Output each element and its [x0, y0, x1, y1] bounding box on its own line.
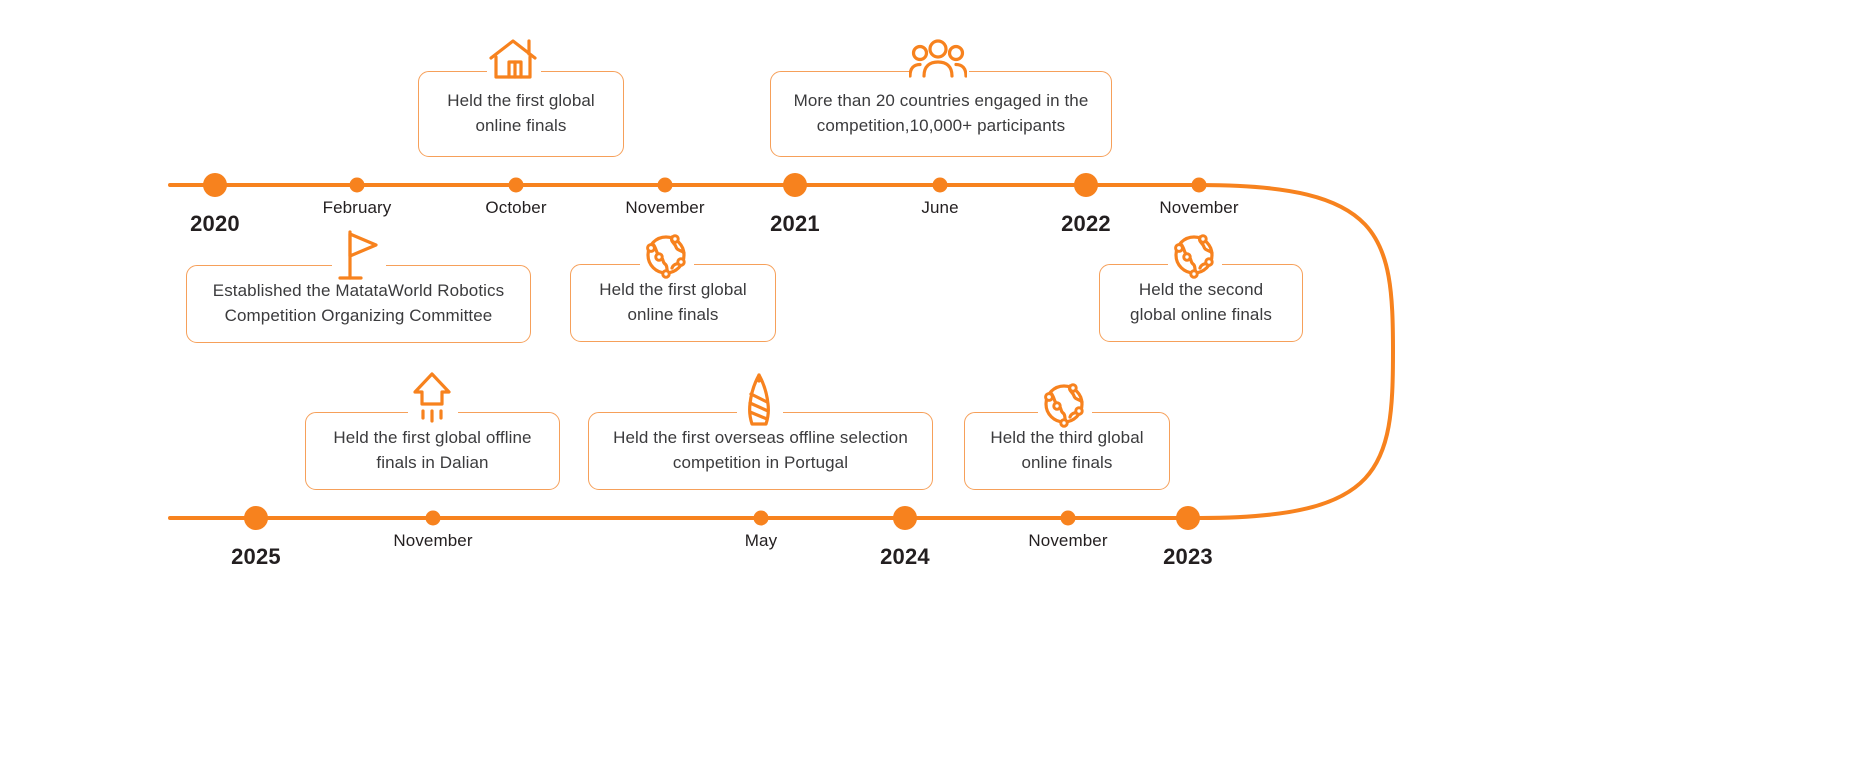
- card-border-notch: [332, 262, 386, 271]
- timeline-tick-2020: 2020: [190, 211, 240, 236]
- timeline-tick-november: November: [1159, 198, 1239, 217]
- timeline-dot[interactable]: [203, 173, 227, 197]
- card-text: Held the second global online finals: [1130, 280, 1272, 324]
- card-text: Held the first overseas offline selectio…: [613, 428, 908, 472]
- timeline-tick-2025: 2025: [231, 544, 281, 569]
- timeline-dot[interactable]: [1176, 506, 1200, 530]
- globe-network-icon: [1170, 231, 1218, 279]
- card-text: Held the first global online finals: [599, 280, 747, 324]
- timeline-dot[interactable]: [783, 173, 807, 197]
- timeline-dot[interactable]: [425, 510, 441, 526]
- timeline-dot[interactable]: [753, 510, 769, 526]
- card-2022-nov[interactable]: Held the second global online finals: [1099, 261, 1303, 342]
- timeline-rail-path: [168, 183, 1396, 520]
- timeline-dot[interactable]: [893, 506, 917, 530]
- card-text: Established the MatataWorld Robotics Com…: [212, 281, 505, 325]
- timeline-dot[interactable]: [1191, 177, 1207, 193]
- globe-network-icon: [642, 231, 690, 279]
- timeline-tick-november: November: [393, 531, 473, 550]
- timeline-tick-november: November: [625, 198, 705, 217]
- timeline-tick-2021: 2021: [770, 211, 820, 236]
- timeline-tick-2023: 2023: [1163, 544, 1213, 569]
- card-text: Held the first global offline finals in …: [333, 428, 532, 472]
- timeline-dot[interactable]: [508, 177, 524, 193]
- timeline-tick-may: May: [744, 531, 778, 550]
- card-text: Held the first global online finals: [447, 91, 595, 135]
- flag-icon: [335, 228, 381, 284]
- timeline-dot[interactable]: [657, 177, 673, 193]
- timeline-dot[interactable]: [1074, 173, 1098, 197]
- timeline-dot[interactable]: [1060, 510, 1076, 526]
- timeline-dot[interactable]: [244, 506, 268, 530]
- card-border-notch: [909, 68, 969, 77]
- card-border-notch: [737, 409, 783, 418]
- card-text: Held the third global online finals: [990, 428, 1144, 472]
- card-2025-nov[interactable]: Held the first global offline finals in …: [305, 409, 560, 490]
- timeline-tick-2024: 2024: [880, 544, 930, 569]
- globe-network-icon: [1040, 380, 1088, 428]
- timeline-tick-october: October: [485, 198, 547, 217]
- rocket-launch-icon: [409, 371, 455, 423]
- card-2020-oct[interactable]: Held the first global online finals: [418, 68, 624, 157]
- timeline-dot[interactable]: [349, 177, 365, 193]
- timeline-tick-june: June: [921, 198, 959, 217]
- timeline-tick-2022: 2022: [1061, 211, 1111, 236]
- timeline-tick-february: February: [322, 198, 392, 217]
- timeline-tick-november: November: [1028, 531, 1108, 550]
- card-2021-jun[interactable]: More than 20 countries engaged in the co…: [770, 68, 1112, 157]
- timeline-dot[interactable]: [932, 177, 948, 193]
- tower-icon: [739, 372, 779, 428]
- house-icon: [487, 36, 539, 82]
- people-group-icon: [909, 36, 967, 80]
- card-text: More than 20 countries engaged in the co…: [793, 91, 1089, 135]
